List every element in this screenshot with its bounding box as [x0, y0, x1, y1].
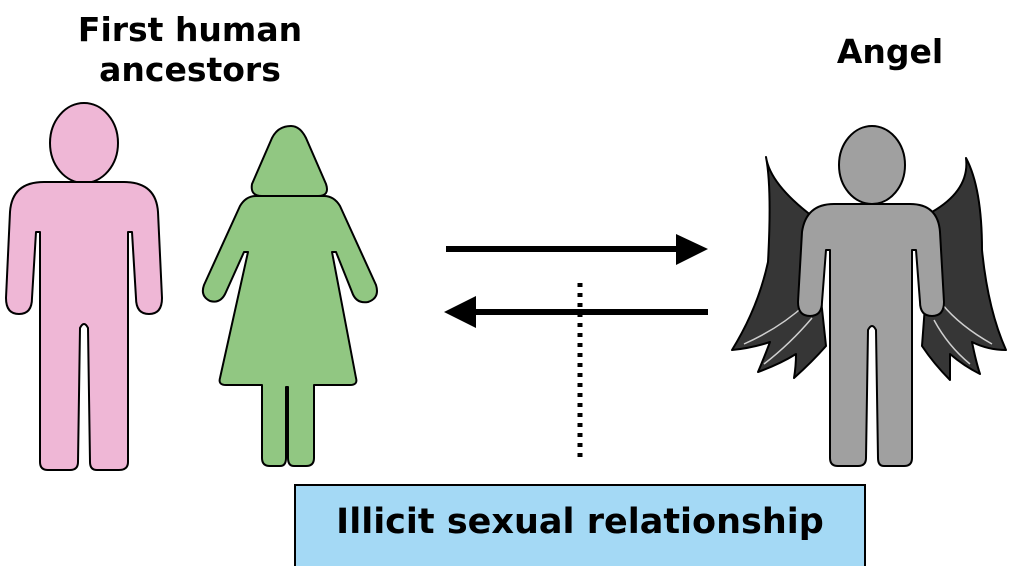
- first-human-ancestors-label: First human ancestors: [77, 10, 303, 90]
- left-wing: [731, 156, 827, 379]
- relationship-label: Illicit sexual relationship: [336, 502, 824, 542]
- female-figure-icon: [201, 125, 378, 467]
- male-figure-icon: [5, 102, 163, 471]
- arrow-right-icon: [446, 234, 708, 265]
- angel-label: Angel: [836, 32, 944, 71]
- wing-feathers: [743, 303, 993, 365]
- arrow-left-icon: [444, 296, 708, 328]
- winged-figure-icon: [731, 125, 1007, 467]
- right-wing: [921, 157, 1007, 381]
- relationship-box: Illicit sexual relationship: [294, 484, 866, 566]
